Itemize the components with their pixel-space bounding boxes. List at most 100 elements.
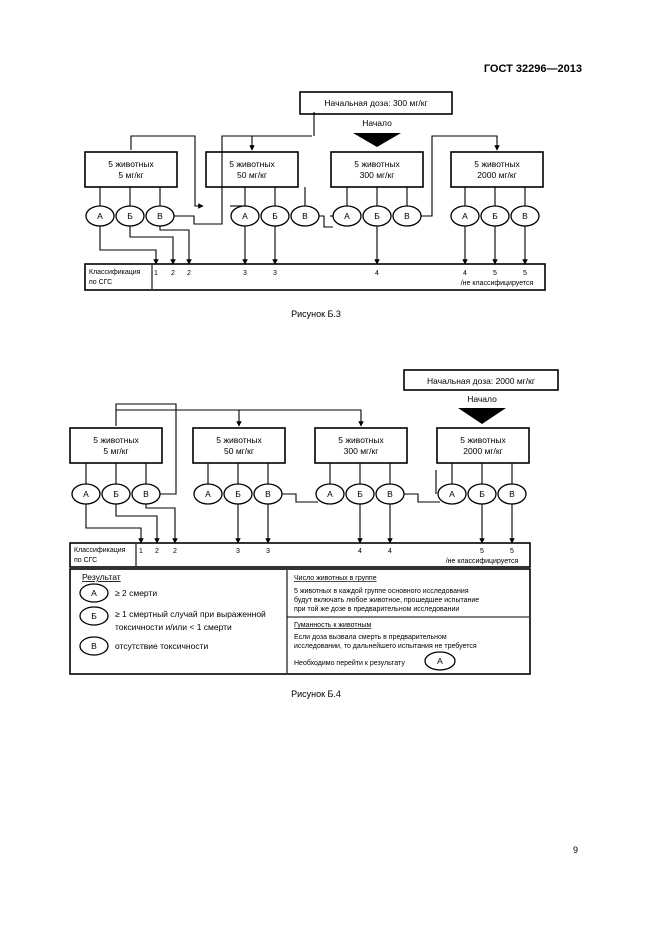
group-count: 5 животных (460, 435, 506, 445)
group-count: 5 животных (108, 159, 154, 169)
group-count: 5 животных (229, 159, 275, 169)
figure-b3: Начальная доза: 300 мг/кг Начало 5 живот… (84, 91, 546, 319)
not-classified-label: /не классифицируется (446, 558, 519, 565)
svg-text:А: А (327, 489, 333, 499)
svg-text:Б: Б (91, 611, 97, 621)
figure-caption: Рисунок Б.4 (291, 689, 341, 699)
legend-b-oval (79, 606, 109, 626)
svg-text:Б: Б (357, 489, 363, 499)
svg-text:5: 5 (510, 548, 514, 555)
outcome-ovals: А Б В А Б В А Б В А Б В (85, 205, 540, 227)
svg-text:Б: Б (492, 211, 498, 221)
classification-label-2: по СГС (89, 279, 112, 286)
classification-bar (84, 263, 546, 291)
feedback-connectors (130, 112, 500, 228)
svg-text:В: В (387, 489, 393, 499)
svg-text:Б: Б (235, 489, 241, 499)
svg-text:Б: Б (113, 489, 119, 499)
group-dose: 50 мг/кг (237, 170, 267, 180)
legend-a-oval (79, 583, 109, 603)
group-dose: 5 мг/кг (118, 170, 143, 180)
svg-text:В: В (91, 641, 97, 651)
start-arrow (458, 408, 506, 424)
classification-numbers: 1 2 2 3 3 4 4 5 5 (139, 548, 514, 555)
start-dose-label: Начальная доза: 300 мг/кг (324, 98, 427, 108)
legend-c-text: отсутствие токсичности (115, 641, 208, 651)
svg-text:А: А (449, 489, 455, 499)
humane-a-oval (424, 651, 456, 671)
group-count: 5 животных (338, 435, 384, 445)
svg-text:2: 2 (171, 270, 175, 277)
start-arrow (353, 133, 401, 147)
group-box-50 (205, 151, 299, 188)
start-label: Начало (467, 394, 497, 404)
svg-text:2: 2 (155, 548, 159, 555)
group-count: 5 животных (216, 435, 262, 445)
legend-b-text: ≥ 1 смертный случай при выраженной (115, 609, 266, 619)
svg-text:4: 4 (463, 270, 467, 277)
outcome-ovals: А Б В А Б В А Б В А Б В (71, 483, 527, 505)
classification-bar (69, 542, 531, 568)
svg-text:3: 3 (266, 548, 270, 555)
standard-number: ГОСТ 32296—2013 (484, 63, 582, 75)
group-box-5 (84, 151, 178, 188)
start-label: Начало (362, 118, 392, 128)
svg-text:1: 1 (154, 270, 158, 277)
svg-text:Б: Б (272, 211, 278, 221)
group-dose: 300 мг/кг (344, 446, 379, 456)
svg-text:А: А (242, 211, 248, 221)
group-box-300 (330, 151, 424, 188)
start-dose-box (299, 91, 453, 115)
svg-text:А: А (437, 656, 443, 666)
svg-text:А: А (83, 489, 89, 499)
group-box-2000 (436, 427, 530, 464)
svg-text:В: В (265, 489, 271, 499)
legend-a-text: ≥ 2 смерти (115, 588, 157, 598)
svg-text:В: В (143, 489, 149, 499)
count-text-3: при той же дозе в предварительном исслед… (294, 605, 459, 613)
humane-text-3: Необходимо перейти к результату (294, 659, 405, 667)
count-text: 5 животных в каждой группе основного исс… (294, 587, 469, 595)
humane-title: Гуманность к животным (294, 622, 371, 629)
classification-numbers: 1 2 2 3 3 4 4 5 5 (154, 270, 527, 277)
svg-text:Б: Б (374, 211, 380, 221)
result-title: Результат (82, 572, 121, 582)
svg-text:5: 5 (493, 270, 497, 277)
group-dose: 50 мг/кг (224, 446, 254, 456)
group-count: 5 животных (354, 159, 400, 169)
humane-text: Если доза вызвала смерть в предварительн… (294, 634, 447, 641)
legend-c-oval (79, 636, 109, 656)
svg-text:4: 4 (358, 548, 362, 555)
group-dose: 300 мг/кг (360, 170, 395, 180)
group-box-300 (314, 427, 408, 464)
classification-label-2: по СГС (74, 557, 97, 564)
group-dose: 5 мг/кг (103, 446, 128, 456)
group-outcome-connectors (99, 187, 526, 206)
feedback-connectors (115, 403, 440, 503)
svg-text:3: 3 (243, 270, 247, 277)
svg-text:4: 4 (388, 548, 392, 555)
classification-label: Классификация (74, 547, 126, 554)
svg-text:4: 4 (375, 270, 379, 277)
svg-text:В: В (404, 211, 410, 221)
count-title: Число животных в группе (294, 575, 377, 582)
svg-text:А: А (91, 588, 97, 598)
svg-text:А: А (462, 211, 468, 221)
svg-text:А: А (344, 211, 350, 221)
group-dose: 2000 мг/кг (477, 170, 516, 180)
svg-text:В: В (509, 489, 515, 499)
svg-text:2: 2 (187, 270, 191, 277)
classification-arrows (85, 504, 515, 544)
page-number: 9 (573, 845, 578, 855)
figure-caption: Рисунок Б.3 (291, 309, 341, 319)
classification-arrows (99, 226, 528, 265)
humane-text-2: исследовании, то дальнейшего испытания н… (294, 642, 477, 650)
svg-text:В: В (522, 211, 528, 221)
svg-text:1: 1 (139, 548, 143, 555)
legend-b-text-2: токсичности и/или < 1 смерти (115, 622, 232, 632)
group-box-50 (192, 427, 286, 464)
group-count: 5 животных (474, 159, 520, 169)
svg-text:2: 2 (173, 548, 177, 555)
classification-label: Классификация (89, 269, 141, 276)
